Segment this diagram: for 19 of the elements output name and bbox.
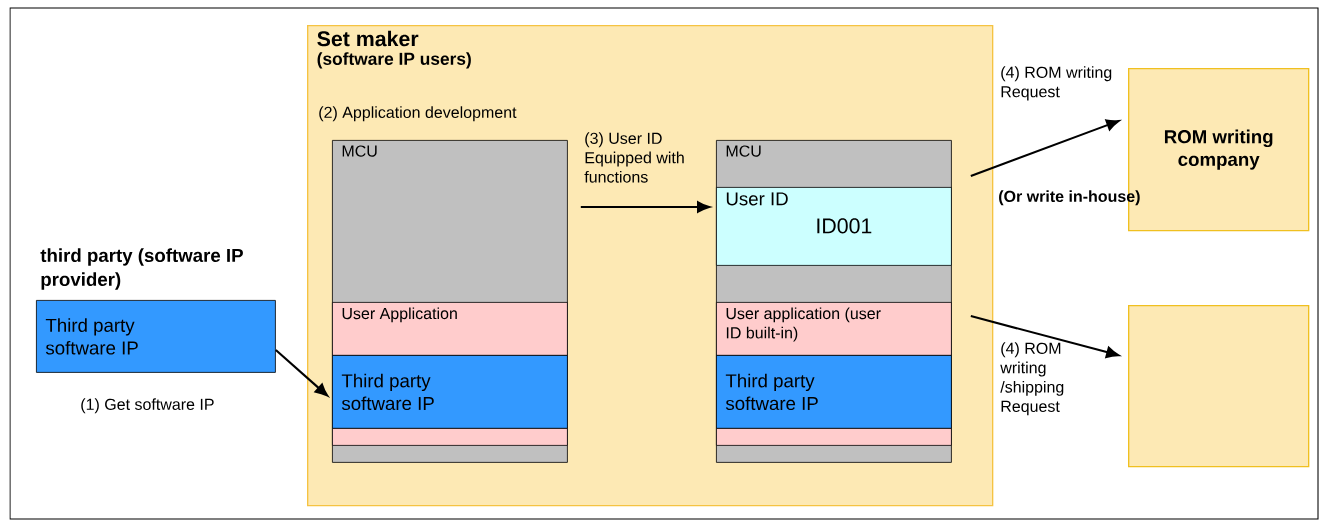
arrow — [970, 314, 1120, 358]
memory-block: User ID ID001 — [716, 187, 952, 266]
memory-block: Third party software IP — [332, 355, 568, 429]
edge-label: (1) Get software IP — [81, 398, 214, 414]
arrow — [580, 201, 711, 213]
heading-text: third party (software IP provider) — [40, 248, 243, 290]
arrow — [275, 349, 329, 397]
edge-label: (4) ROM writing Request — [1001, 66, 1112, 101]
edge-label: (4) ROM writing /shipping Request — [1000, 342, 1064, 416]
memory-block: User Application — [332, 302, 568, 356]
arrow — [970, 119, 1120, 177]
memory-block — [332, 428, 568, 446]
memory-block: User application (user ID built-in) — [716, 302, 952, 356]
company-box — [1128, 305, 1310, 468]
memory-block — [716, 428, 952, 446]
note-text: (2) Application development — [319, 106, 517, 122]
edge-label: (3) User ID Equipped with functions — [584, 132, 684, 183]
process-box: Third party software IP — [36, 300, 276, 373]
memory-block: Third party software IP — [716, 355, 952, 429]
